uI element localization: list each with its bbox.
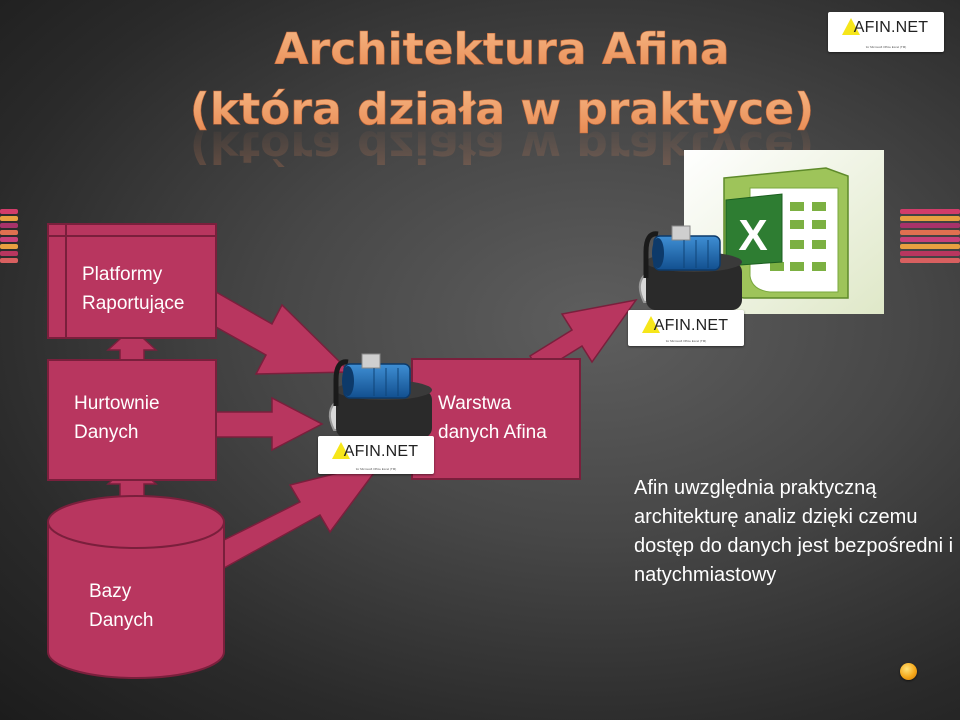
afin-logo-icon: AFIN.NET for Microsoft Office Excel (TM)	[628, 310, 744, 346]
afin-logo-icon: AFIN.NET for Microsoft Office Excel (TM)	[318, 436, 434, 474]
title-line-1: Architektura Afina	[274, 24, 729, 75]
left-decorative-stripes	[0, 209, 18, 269]
cylinder-databases	[47, 495, 225, 679]
arrow-platforms-to-afin	[215, 290, 352, 375]
water-pump-icon	[328, 353, 432, 438]
arrow-databases-to-afin	[223, 460, 384, 570]
label-warehouses: Hurtownie Danych	[74, 393, 160, 443]
logo-triangle-icon	[332, 442, 350, 459]
logo-text: AFIN.NET	[343, 443, 419, 460]
title-line-2: (która działa w praktyce)	[190, 84, 814, 135]
logo-text: AFIN.NET	[853, 19, 929, 36]
label-afin-layer: Warstwa danych Afina	[438, 393, 547, 443]
logo-text: AFIN.NET	[653, 317, 729, 334]
label-platforms: Platformy Raportujące	[82, 264, 185, 314]
label-databases: Bazy Danych	[89, 581, 154, 631]
arrow-warehouses-to-afin	[215, 396, 324, 452]
right-decorative-stripes	[900, 209, 960, 269]
afin-logo-icon: AFIN.NET for Microsoft Office Excel (TM)	[828, 12, 944, 52]
logo-tagline: for Microsoft Office Excel (TM)	[355, 467, 397, 471]
description-text: Afin uwzględnia praktyczną architekturę …	[634, 477, 954, 586]
excel-icon: X	[684, 150, 884, 314]
logo-tagline: for Microsoft Office Excel (TM)	[665, 339, 707, 343]
svg-text:X: X	[738, 211, 767, 260]
logo-tagline: for Microsoft Office Excel (TM)	[865, 45, 907, 49]
logo-triangle-icon	[842, 18, 860, 35]
water-pump-icon	[638, 225, 742, 310]
bullet-icon[interactable]	[900, 663, 917, 680]
box-afin-layer	[411, 358, 581, 480]
logo-triangle-icon	[642, 316, 660, 333]
box-platforms	[47, 223, 217, 339]
box-warehouses	[47, 359, 217, 481]
